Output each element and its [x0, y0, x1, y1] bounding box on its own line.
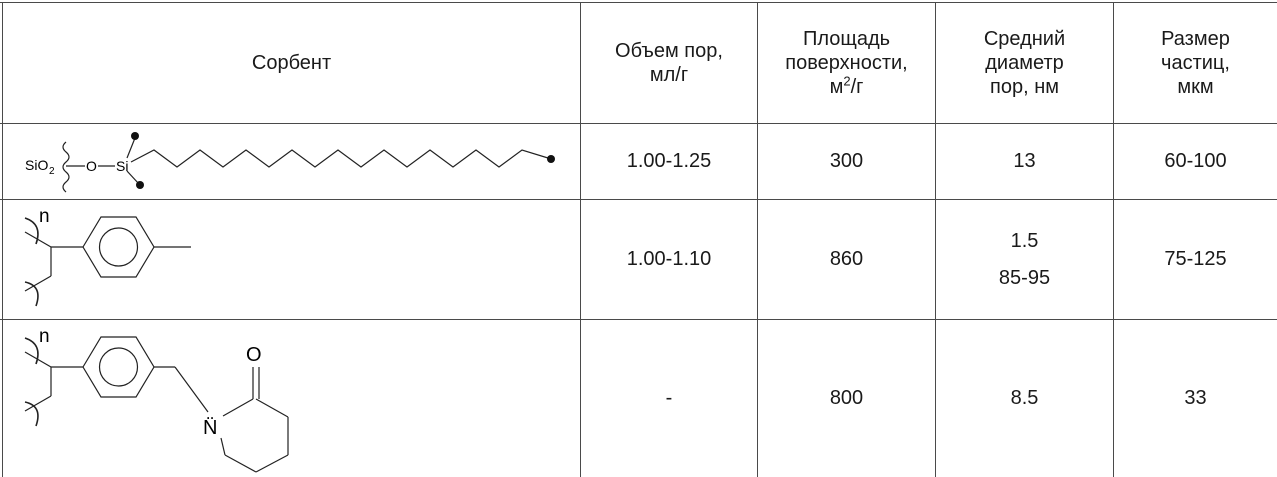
col-divider-3 [935, 2, 936, 477]
row2-pore-volume: 1.00-1.10 [581, 200, 757, 319]
col-divider-2 [757, 2, 758, 477]
bond-si-methyl-bottom [126, 170, 140, 185]
repeat-n-label: n [39, 326, 50, 347]
repeat-n-label: n [39, 206, 50, 227]
surface-wavy-line [62, 141, 70, 193]
aromatic-circle [98, 347, 139, 387]
row2-pore-volume-value: 1.00-1.10 [626, 248, 712, 270]
row1-particle-size-value: 60-100 [1164, 150, 1227, 172]
oxygen-label: O [86, 158, 97, 174]
ring-bond-3 [255, 454, 289, 473]
bond-n-carbonyl [222, 398, 254, 417]
bond-backbone-1 [24, 231, 52, 248]
c18-silica-structure-image: SiO 2 O Si [25, 132, 555, 193]
bracket-bottom [24, 401, 39, 427]
row2-bottom-border [0, 319, 1277, 320]
row1-particle-size: 60-100 [1114, 124, 1277, 199]
header-pore-diameter-line2: диаметр [985, 52, 1064, 74]
header-surface-area-line2: поверхности, [785, 52, 908, 74]
header-particle-size-line2: частиц, [1161, 52, 1230, 74]
methyl-dot-bottom [136, 181, 144, 189]
col-divider-1 [580, 2, 581, 477]
carbonyl-oxygen-label: O [246, 344, 262, 366]
header-surface-area: Площадь поверхности, м2/г [758, 3, 935, 123]
row1-pore-volume: 1.00-1.25 [581, 124, 757, 199]
polymethylstyrene-structure-image: n [24, 206, 191, 307]
bond-backbone-3 [24, 275, 52, 292]
header-surface-area-line3: м2/г [829, 73, 864, 99]
bond-backbone-3 [24, 395, 52, 412]
bond-backbone-1 [24, 351, 52, 368]
header-pore-volume: Объем пор, мл/г [581, 3, 757, 123]
aromatic-circle [98, 227, 139, 267]
benzene-ring [82, 336, 155, 398]
ring-bond-4 [224, 454, 257, 473]
row2-pore-diameter-value-2: 85-95 [998, 266, 1051, 289]
header-pore-volume-line2: мл/г [649, 64, 689, 86]
ring-bond-1 [255, 398, 289, 418]
header-bottom-border [0, 123, 1277, 124]
row2-surface-area: 860 [758, 200, 935, 319]
bond-ch2-n [174, 366, 209, 413]
ring-bond-5 [220, 437, 226, 456]
row1-bottom-border [0, 199, 1277, 200]
header-sorbent-text: Сорбент [251, 52, 332, 74]
sio2-subscript: 2 [49, 166, 55, 177]
polyvinylbenzyl-piperidinone-structure-image: n N̈ O [24, 326, 289, 473]
left-border [2, 2, 3, 477]
chain-end-dot [547, 155, 555, 163]
row2-surface-area-value: 860 [829, 248, 864, 270]
col-divider-4 [1113, 2, 1114, 477]
row2-particle-size-value: 75-125 [1164, 248, 1227, 270]
row1-structure: SiO 2 O Si [3, 124, 580, 199]
silicon-label: Si [116, 158, 128, 174]
sio2-label: SiO [25, 157, 48, 173]
row1-pore-diameter: 13 [936, 124, 1113, 199]
row2-structure: n [3, 200, 580, 319]
table-top-border [0, 2, 1277, 3]
header-particle-size: Размер частиц, мкм [1114, 3, 1277, 123]
bracket-top [24, 337, 39, 365]
bond-si-methyl-top [126, 137, 136, 159]
header-pore-diameter-line1: Средний [983, 28, 1066, 50]
row3-surface-area-value: 800 [829, 387, 864, 409]
bracket-top [24, 217, 39, 245]
row3-structure: n N̈ O [3, 320, 580, 477]
row2-pore-diameter-value-1: 1.5 [1010, 229, 1039, 252]
row3-pore-diameter: 8.5 [936, 320, 1113, 477]
methyl-dot-top [131, 132, 139, 140]
row2-particle-size: 75-125 [1114, 200, 1277, 319]
row1-surface-area-value: 300 [829, 150, 864, 172]
octadecyl-chain [130, 149, 549, 168]
nitrogen-label: N̈ [203, 417, 217, 439]
header-sorbent: Сорбент [3, 3, 580, 123]
header-pore-diameter-line3: пор, нм [990, 76, 1059, 98]
header-surface-area-line1: Площадь [802, 28, 891, 50]
header-particle-size-line1: Размер [1161, 28, 1230, 50]
unit-superscript: 2 [843, 73, 851, 89]
unit-m: м [829, 76, 844, 98]
row1-pore-volume-value: 1.00-1.25 [626, 150, 712, 172]
row3-particle-size: 33 [1114, 320, 1277, 477]
row3-pore-diameter-value: 8.5 [1010, 387, 1039, 409]
row3-particle-size-value: 33 [1184, 387, 1207, 409]
row1-pore-diameter-value: 13 [1013, 150, 1036, 172]
header-pore-volume-line1: Объем пор, [615, 40, 723, 62]
benzene-ring [82, 216, 155, 278]
row2-pore-diameter: 1.5 85-95 [936, 200, 1113, 319]
row1-surface-area: 300 [758, 124, 935, 199]
unit-per-g: /г [850, 76, 864, 98]
bracket-bottom [24, 281, 39, 307]
row3-pore-volume-value: - [665, 387, 673, 409]
header-pore-diameter: Средний диаметр пор, нм [936, 3, 1113, 123]
row3-pore-volume: - [581, 320, 757, 477]
header-particle-size-line3: мкм [1177, 76, 1214, 98]
row3-surface-area: 800 [758, 320, 935, 477]
